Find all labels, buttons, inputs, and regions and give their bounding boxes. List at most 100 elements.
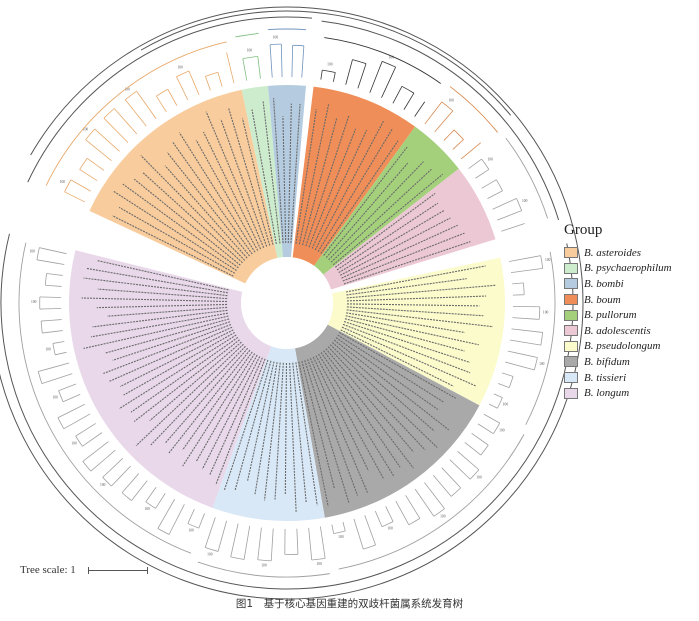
leaf-label-line: [320, 352, 401, 468]
branch-arc: [64, 179, 72, 192]
branch-tip: [162, 493, 166, 498]
leaf-label-line: [150, 345, 246, 446]
branch-tip: [55, 341, 65, 344]
branch-tip: [199, 513, 205, 526]
support-value: 100: [522, 199, 528, 203]
leaf-label-line: [112, 215, 234, 277]
branch-tip: [432, 475, 450, 495]
support-value: 100: [71, 442, 77, 446]
branch-arc: [102, 477, 112, 487]
branch-tip: [76, 403, 86, 409]
leaf-label-line: [338, 332, 457, 399]
leaf-label-line: [92, 309, 228, 328]
branch-arc: [540, 332, 544, 346]
branch-tip: [218, 520, 227, 549]
branch-segment: [531, 368, 535, 371]
branch-tip: [483, 413, 498, 422]
branch-segment: [431, 101, 443, 116]
branch-arc: [145, 501, 156, 509]
branch-tip: [369, 72, 379, 93]
branch-arc: [480, 444, 489, 456]
branch-tip: [67, 393, 81, 401]
legend-item: B. bifidum: [564, 354, 694, 370]
tree-scale-label: Tree scale: 1: [20, 564, 76, 576]
figure-caption: 图1 基于核心基因重建的双歧杆菌属系统发育树: [235, 598, 464, 610]
branch-tip: [57, 274, 63, 276]
branch-tip: [395, 500, 407, 521]
branch-tip: [345, 69, 351, 85]
branch-tip: [357, 66, 366, 89]
leaf-label-line: [342, 323, 471, 374]
leaf-label-line: [346, 309, 494, 328]
branch-tip: [206, 79, 211, 91]
branch-tip: [141, 480, 148, 489]
leaf-label-line: [295, 109, 317, 244]
branch-arc: [75, 435, 83, 447]
branch-segment: [432, 492, 445, 509]
branch-segment: [431, 513, 435, 517]
branch-tip: [48, 285, 62, 287]
branch-tip: [271, 528, 274, 558]
branch-segment: [58, 389, 62, 392]
legend-label: B. tissieri: [584, 371, 627, 384]
leaf-label-line: [311, 129, 368, 249]
legend-label: B. pullorum: [584, 309, 637, 322]
branch-segment: [198, 525, 201, 529]
clade-arc: [235, 33, 259, 38]
branch-segment: [499, 396, 503, 398]
leaf-label-line: [223, 359, 269, 491]
leaf-label-line: [328, 161, 424, 261]
leaf-label-line: [195, 139, 259, 251]
branch-segment: [516, 282, 524, 284]
branch-segment: [366, 520, 376, 546]
leaf-label-line: [346, 278, 467, 296]
branch-arc: [242, 56, 258, 60]
branch-arc: [469, 469, 480, 480]
branch-tip: [414, 101, 426, 117]
support-value: 100: [83, 127, 89, 131]
branch-arc: [257, 559, 272, 562]
leaf-label-line: [335, 337, 439, 410]
branch-tip: [147, 486, 157, 500]
legend-item: B. pullorum: [564, 307, 694, 323]
branch-arc: [441, 101, 454, 112]
branch-tip: [106, 156, 112, 161]
leaf-label-line: [312, 356, 369, 471]
branch-tip: [424, 482, 433, 494]
branch-segment: [493, 179, 497, 182]
branch-segment: [522, 267, 543, 272]
branch-segment: [205, 76, 207, 80]
branch-tip: [493, 393, 500, 397]
branch-tip: [301, 48, 305, 78]
leaf-label-line: [332, 173, 444, 266]
branch-tip: [505, 361, 532, 370]
leaf-label-line: [96, 303, 228, 309]
clade-arc: [505, 137, 549, 219]
leaf-label-line: [168, 349, 251, 454]
leaf-label-line: [284, 362, 288, 495]
support-value: 100: [539, 362, 545, 366]
branch-segment: [136, 90, 139, 94]
leaf-label-line: [103, 323, 232, 374]
leaf-label-line: [112, 321, 231, 361]
branch-tip: [82, 423, 96, 432]
branch-segment: [36, 259, 59, 264]
branch-segment: [156, 95, 162, 105]
branch-arc: [433, 508, 445, 517]
branch-segment: [124, 99, 137, 114]
branch-tip: [138, 93, 157, 119]
branch-segment: [157, 514, 166, 529]
branch-tip: [468, 165, 473, 169]
support-value: 100: [100, 483, 106, 487]
branch-segment: [63, 426, 67, 430]
branch-tip: [61, 383, 77, 390]
leaf-label-line: [130, 336, 239, 413]
branch-tip: [168, 91, 178, 106]
legend-swatch: [564, 372, 578, 384]
branch-arc: [538, 306, 541, 320]
support-value: 100: [261, 563, 267, 567]
leaf-label-line: [334, 192, 436, 268]
branch-tip: [510, 270, 523, 274]
branch-segment: [131, 487, 142, 501]
